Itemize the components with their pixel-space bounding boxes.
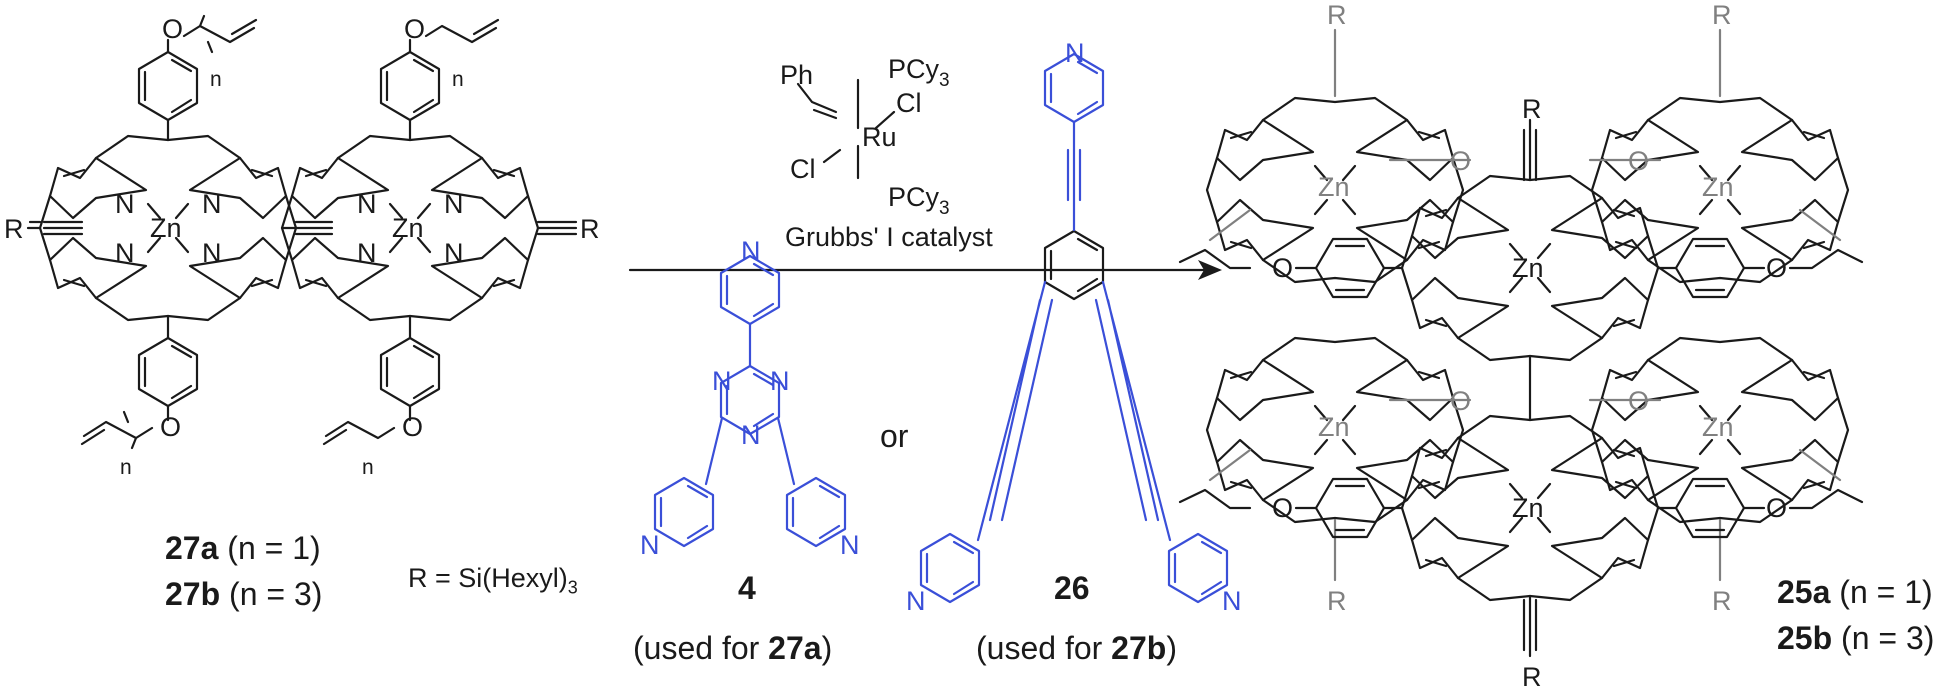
r-group: R [1522,94,1542,124]
oxygen-atom: O [1628,146,1649,176]
nitrogen-atom: N [357,189,377,219]
n-index: n [210,68,222,91]
nitrogen-atom: N [357,238,377,268]
oxygen-atom: O [1766,493,1787,523]
nitrogen-atom: N [202,189,222,219]
chloride-1: Cl [896,88,922,118]
product-cage-background [1205,28,1850,582]
oxygen-atom: O [160,412,181,442]
oxygen-atom: O [402,412,423,442]
triazine-nitrogen: N [741,420,761,450]
pcy3-ligand-top: PCy3 [888,54,950,91]
template-26-label: 26 [1054,570,1090,606]
r-group: R [1712,0,1732,30]
reactant-label-27a: 27a (n = 1) [165,530,321,566]
template-26-structure [919,52,1229,604]
reaction-arrow [628,260,1222,280]
zinc-atom-1: Zn [150,213,182,243]
zinc-atom-product: Zn [1702,172,1734,202]
pcy3-ligand-bottom: PCy3 [888,182,950,219]
pyridine-nitrogen: N [640,530,660,560]
r-group: R [580,214,600,244]
n-index: n [452,68,464,91]
r-group: R [1327,586,1347,616]
product-cage-foreground [1178,118,1864,658]
nitrogen-atom: N [444,189,464,219]
catalyst-name: Grubbs' I catalyst [785,222,993,252]
oxygen-atom: O [1272,493,1293,523]
nitrogen-atom: N [444,238,464,268]
triazine-nitrogen: N [712,366,732,396]
oxygen-atom: O [404,14,425,44]
r-group: R [1522,662,1542,692]
r-group: R [1327,0,1347,30]
oxygen-atom: O [1272,253,1293,283]
grubbs-catalyst-structure [796,78,896,180]
pyridine-nitrogen: N [741,236,761,266]
n-index: n [362,456,374,479]
n-index: n [120,456,132,479]
r-group: R [4,214,24,244]
product-label-25b: 25b (n = 3) [1777,620,1935,656]
zinc-atom-product: Zn [1512,493,1544,523]
triazine-nitrogen: N [770,366,790,396]
zinc-atom-product: Zn [1702,412,1734,442]
nitrogen-atom: N [115,189,135,219]
zinc-atom-2: Zn [392,213,424,243]
template-4-structure [653,254,847,548]
r-group: R [1712,586,1732,616]
zinc-atom-product: Zn [1318,412,1350,442]
phenyl-group: Ph [780,60,813,90]
oxygen-atom: O [1766,253,1787,283]
chloride-2: Cl [790,154,816,184]
template-4-usage: (used for 27a) [633,630,833,666]
or-connector: or [880,418,909,454]
oxygen-atom: O [1628,386,1649,416]
pyridine-nitrogen: N [906,586,926,616]
oxygen-atom: O [1450,386,1471,416]
nitrogen-atom: N [115,238,135,268]
reactant-molecule [26,14,578,450]
template-26-usage: (used for 27b) [976,630,1177,666]
product-label-25a: 25a (n = 1) [1777,574,1933,610]
r-group-definition: R = Si(Hexyl)3 [408,563,578,598]
ruthenium-atom: Ru [862,122,897,152]
zinc-atom-product: Zn [1512,253,1544,283]
pyridine-nitrogen: N [1065,38,1085,68]
zinc-atom-product: Zn [1318,172,1350,202]
nitrogen-atom: N [202,238,222,268]
template-4-label: 4 [738,570,756,606]
pyridine-nitrogen: N [840,530,860,560]
pyridine-nitrogen: N [1222,586,1242,616]
oxygen-atom: O [1450,146,1471,176]
reactant-label-27b: 27b (n = 3) [165,576,323,612]
oxygen-atom: O [162,14,183,44]
